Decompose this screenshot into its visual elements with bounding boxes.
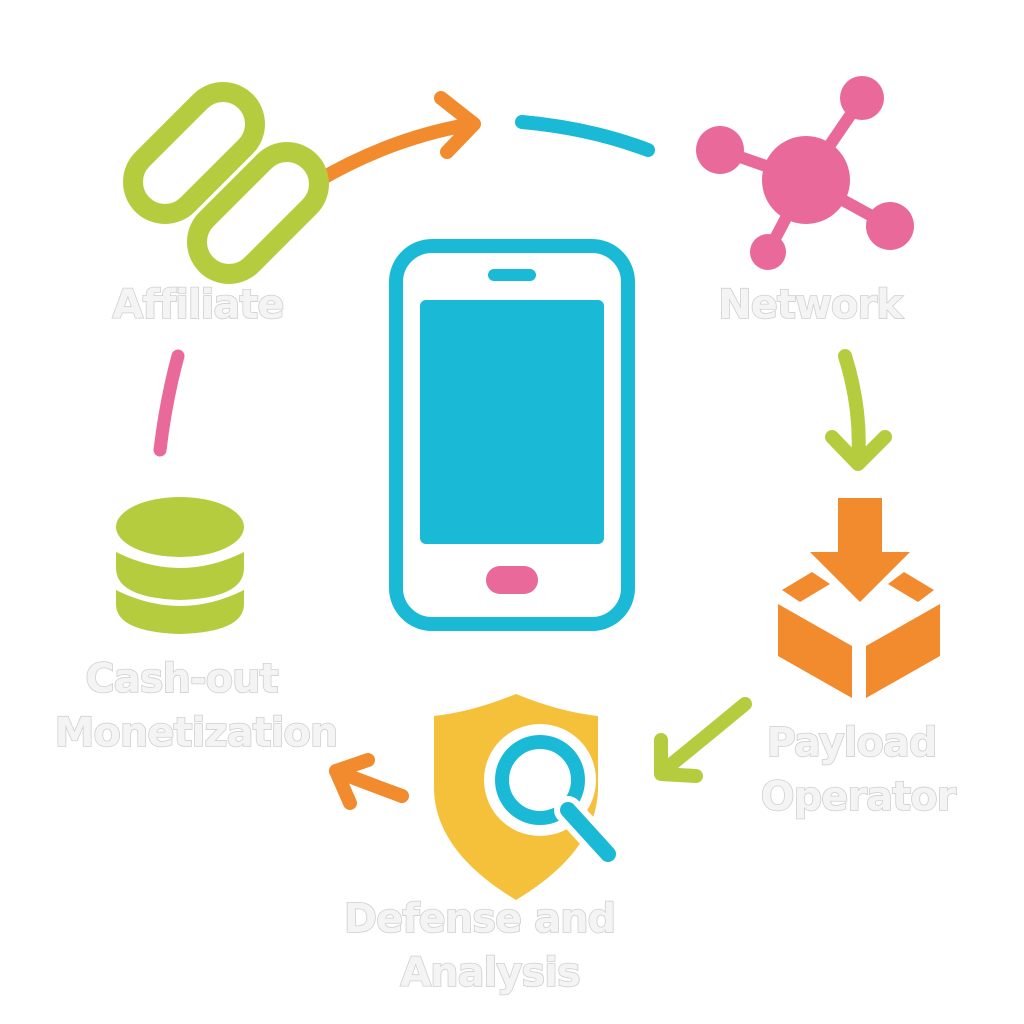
connector-defense-to-cashout-arrow <box>329 753 409 810</box>
payload-operator-label: Payload Operator <box>761 720 957 820</box>
connector-affiliate-to-network-arrow <box>309 91 481 189</box>
defense-analysis-label: Defense and Analysis <box>344 896 628 996</box>
cash-out-label-line: Cash-out <box>85 656 278 702</box>
payload-operator-label-line: Operator <box>761 774 957 820</box>
network-label: Network <box>718 282 904 328</box>
box-download-icon <box>778 498 940 698</box>
affiliate-label: Affiliate <box>112 282 283 328</box>
payload-operator-label-line: Payload <box>767 720 937 766</box>
chain-link-icon <box>123 82 329 284</box>
cash-out-label: Cash-out Monetization <box>55 656 338 756</box>
cash-out-label-line: Monetization <box>55 710 338 756</box>
connector-network-to-payload-arrow <box>825 349 892 471</box>
connector-payload-to-defense-arrow <box>654 697 752 783</box>
coin-stack-icon <box>116 497 244 634</box>
network-hub-icon <box>696 76 914 270</box>
connector-cashout-to-affiliate-line <box>153 349 185 457</box>
node-network: Network <box>696 76 914 329</box>
defense-analysis-label-line: Defense and <box>344 896 615 942</box>
node-cash-out: Cash-out Monetization <box>54 497 339 757</box>
connector-top-cyan-line <box>515 115 655 157</box>
shield-search-icon <box>434 694 624 900</box>
defense-analysis-label-line: Analysis <box>400 950 580 996</box>
node-payload-operator: Payload Operator <box>760 498 958 821</box>
smartphone-icon <box>389 239 635 631</box>
node-affiliate: Affiliate <box>112 82 329 329</box>
network-label-line: Network <box>718 282 904 328</box>
affiliate-label-line: Affiliate <box>112 282 283 328</box>
node-defense-analysis: Defense and Analysis <box>343 694 628 997</box>
